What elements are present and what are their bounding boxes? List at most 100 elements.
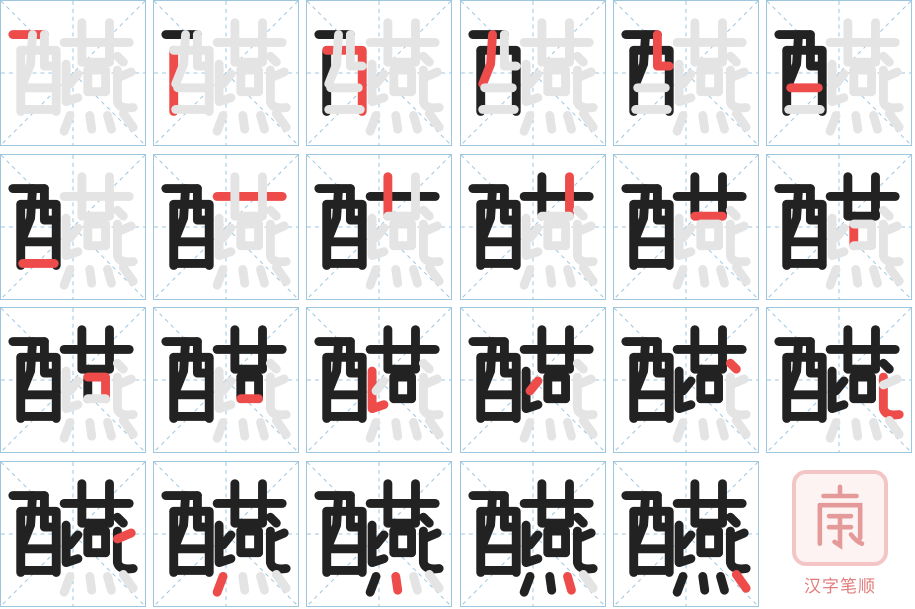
character-glyph [621, 172, 751, 290]
completed-stroke [725, 512, 741, 528]
completed-stroke [805, 337, 827, 378]
completed-stroke [265, 526, 291, 574]
remaining-stroke [678, 69, 696, 89]
remaining-stroke [578, 108, 598, 132]
remaining-stroke [85, 110, 97, 134]
remaining-stroke [572, 221, 596, 237]
remaining-stroke [545, 110, 557, 134]
remaining-stroke [696, 219, 723, 251]
remaining-stroke [884, 263, 904, 286]
remaining-stroke [725, 65, 751, 113]
logo-text: 汉字笔顺 [804, 577, 876, 597]
completed-stroke [265, 512, 281, 528]
remaining-stroke [725, 372, 751, 420]
remaining-stroke [85, 417, 97, 441]
remaining-stroke [103, 417, 116, 441]
completed-stroke [545, 571, 557, 595]
remaining-stroke [112, 221, 136, 237]
completed-stroke [543, 526, 570, 558]
stroke-step-cell [766, 0, 912, 146]
completed-stroke [345, 337, 367, 378]
stroke-step-cell [613, 461, 759, 607]
stroke-step-cell [460, 0, 606, 146]
stroke-step-cell [0, 307, 146, 453]
remaining-stroke [418, 51, 434, 67]
remaining-stroke [271, 263, 291, 286]
remaining-stroke [83, 65, 110, 97]
remaining-stroke [525, 223, 543, 243]
completed-stroke [631, 337, 650, 396]
remaining-stroke [424, 416, 444, 439]
remaining-stroke [265, 374, 289, 390]
character-glyph [8, 479, 138, 597]
completed-stroke [171, 491, 190, 550]
current-stroke [83, 372, 110, 404]
remaining-stroke [725, 51, 741, 67]
character-glyph [468, 172, 598, 290]
completed-stroke [65, 530, 83, 550]
completed-stroke [345, 184, 367, 225]
remaining-stroke [878, 65, 904, 113]
completed-stroke [192, 491, 214, 532]
remaining-stroke [367, 59, 389, 107]
remaining-stroke [716, 110, 729, 134]
current-stroke [391, 571, 403, 595]
completed-stroke [112, 512, 128, 528]
completed-stroke [418, 528, 442, 544]
remaining-stroke [543, 219, 570, 251]
character-glyph [161, 325, 291, 443]
stroke-step-cell [0, 0, 146, 146]
remaining-stroke [265, 205, 281, 221]
completed-stroke [678, 530, 696, 550]
remaining-stroke [391, 110, 403, 134]
remaining-stroke [18, 30, 37, 89]
stroke-step-cell [460, 154, 606, 300]
remaining-stroke [214, 59, 236, 107]
completed-stroke [521, 366, 543, 414]
remaining-stroke [725, 67, 749, 83]
remaining-stroke [256, 571, 269, 595]
remaining-stroke [725, 221, 749, 237]
remaining-stroke [851, 417, 863, 441]
remaining-stroke [825, 264, 841, 290]
remaining-stroke [563, 110, 576, 134]
remaining-stroke [678, 223, 696, 243]
completed-stroke [236, 372, 263, 404]
completed-stroke [631, 184, 650, 243]
remaining-stroke [878, 219, 904, 267]
remaining-stroke [365, 110, 381, 136]
remaining-stroke [365, 417, 381, 443]
completed-stroke [672, 571, 688, 597]
completed-stroke [371, 530, 389, 550]
completed-stroke [18, 337, 37, 396]
completed-stroke [725, 526, 751, 574]
remaining-stroke [118, 108, 138, 132]
remaining-stroke [238, 110, 250, 134]
remaining-stroke [545, 264, 557, 288]
remaining-stroke [365, 264, 381, 290]
remaining-stroke [696, 65, 723, 97]
remaining-stroke [65, 223, 83, 243]
remaining-stroke [238, 264, 250, 288]
remaining-stroke [59, 264, 75, 290]
remaining-stroke [112, 51, 128, 67]
remaining-stroke [572, 372, 598, 420]
remaining-stroke [884, 108, 904, 132]
completed-stroke [716, 571, 729, 595]
completed-stroke [805, 184, 827, 225]
character-glyph [8, 325, 138, 443]
stroke-step-cell [0, 154, 146, 300]
character-glyph [774, 18, 904, 136]
completed-stroke [265, 528, 289, 544]
completed-stroke [171, 184, 190, 243]
completed-stroke [367, 520, 389, 568]
completed-stroke [784, 337, 803, 396]
remaining-stroke [265, 372, 291, 420]
remaining-stroke [59, 571, 75, 597]
remaining-stroke [869, 417, 882, 441]
remaining-stroke [391, 264, 403, 288]
remaining-stroke [214, 213, 236, 261]
remaining-stroke [519, 417, 535, 443]
current-stroke [878, 372, 904, 420]
remaining-stroke [271, 416, 291, 439]
